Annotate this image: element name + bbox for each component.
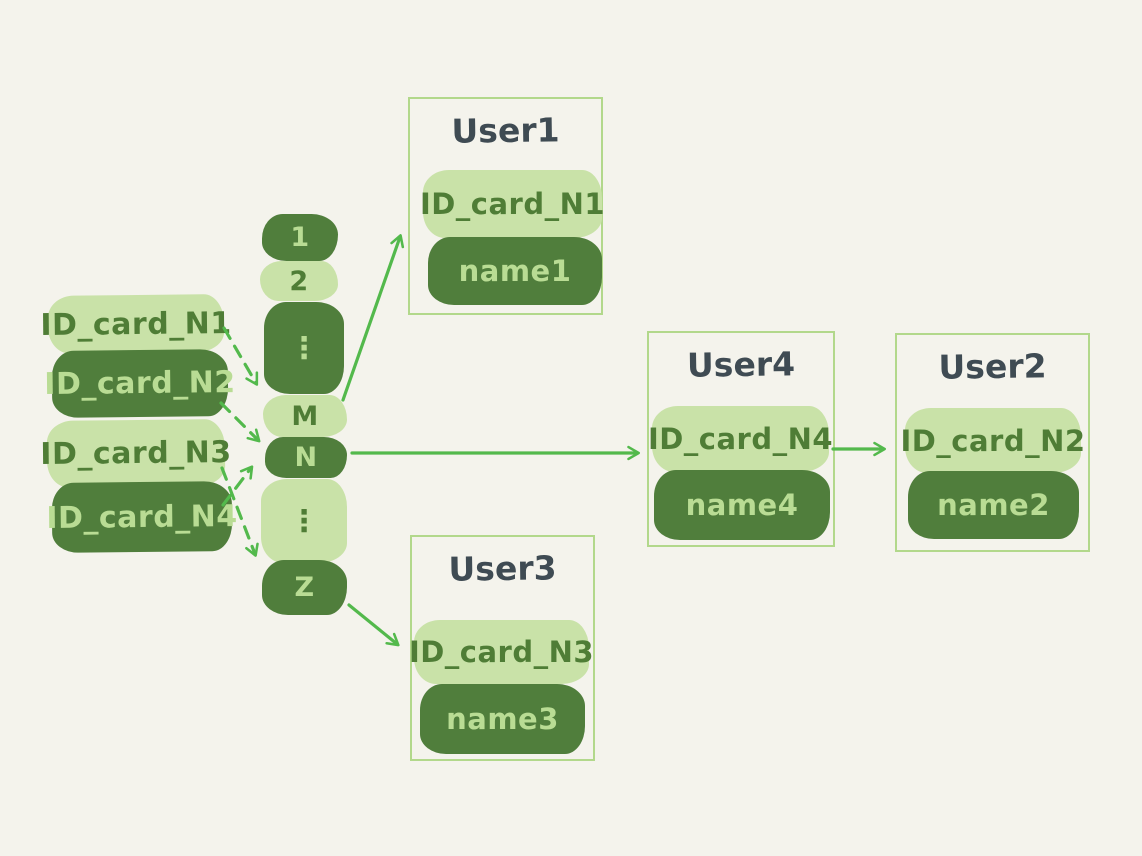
bucket-m: M xyxy=(263,395,347,437)
bucket-z: Z xyxy=(262,560,347,615)
user2-box: User2 ID_card_N2 name2 xyxy=(895,333,1090,552)
user4-box: User4 ID_card_N4 name4 xyxy=(647,331,835,547)
user1-title: User1 xyxy=(451,110,560,151)
edge-bucket-m-to-user1 xyxy=(341,234,405,402)
id-card-1: ID_card_N1 xyxy=(40,294,232,354)
user2-id-card-field: ID_card_N2 xyxy=(900,408,1085,473)
user1-id-card-field: ID_card_N1 xyxy=(420,170,605,238)
id-card-2: ID_card_N2 xyxy=(44,349,236,418)
id-card-3: ID_card_N3 xyxy=(40,419,232,488)
user3-id-card-field: ID_card_N3 xyxy=(409,620,594,684)
bucket-1: 1 xyxy=(262,214,338,261)
user3-box: User3 ID_card_N3 name3 xyxy=(409,535,595,761)
bucket-n: N xyxy=(265,437,347,478)
user2-name-field: name2 xyxy=(908,471,1079,539)
edge-bucket-z-to-user3 xyxy=(347,603,400,647)
id-card-4: ID_card_N4 xyxy=(46,481,238,553)
user4-id-card-field: ID_card_N4 xyxy=(648,406,833,472)
user2-title: User2 xyxy=(938,346,1047,387)
user4-title: User4 xyxy=(686,344,796,385)
user4-name-field: name4 xyxy=(654,470,830,540)
user1-box: User1 ID_card_N1 name1 xyxy=(408,97,605,315)
bucket-ellipsis-lower: ⋮ xyxy=(261,479,347,563)
user3-title: User3 xyxy=(448,548,557,589)
user3-name-field: name3 xyxy=(420,684,585,754)
bucket-2: 2 xyxy=(260,261,338,301)
bucket-ellipsis-upper: ⋮ xyxy=(264,302,344,394)
user1-name-field: name1 xyxy=(428,237,602,305)
